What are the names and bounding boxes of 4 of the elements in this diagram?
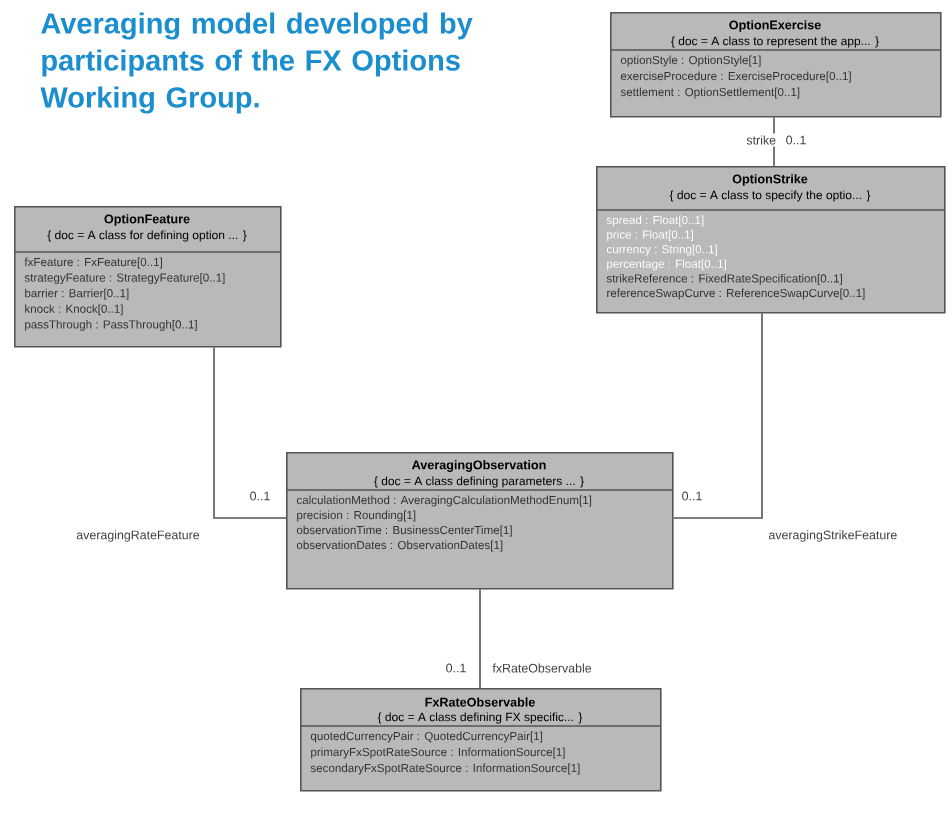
association-line xyxy=(479,588,481,689)
association-line xyxy=(213,346,287,519)
association-line xyxy=(672,312,763,519)
title: Averaging model developed by participants of the FX Options Working Group. xyxy=(40,12,473,114)
